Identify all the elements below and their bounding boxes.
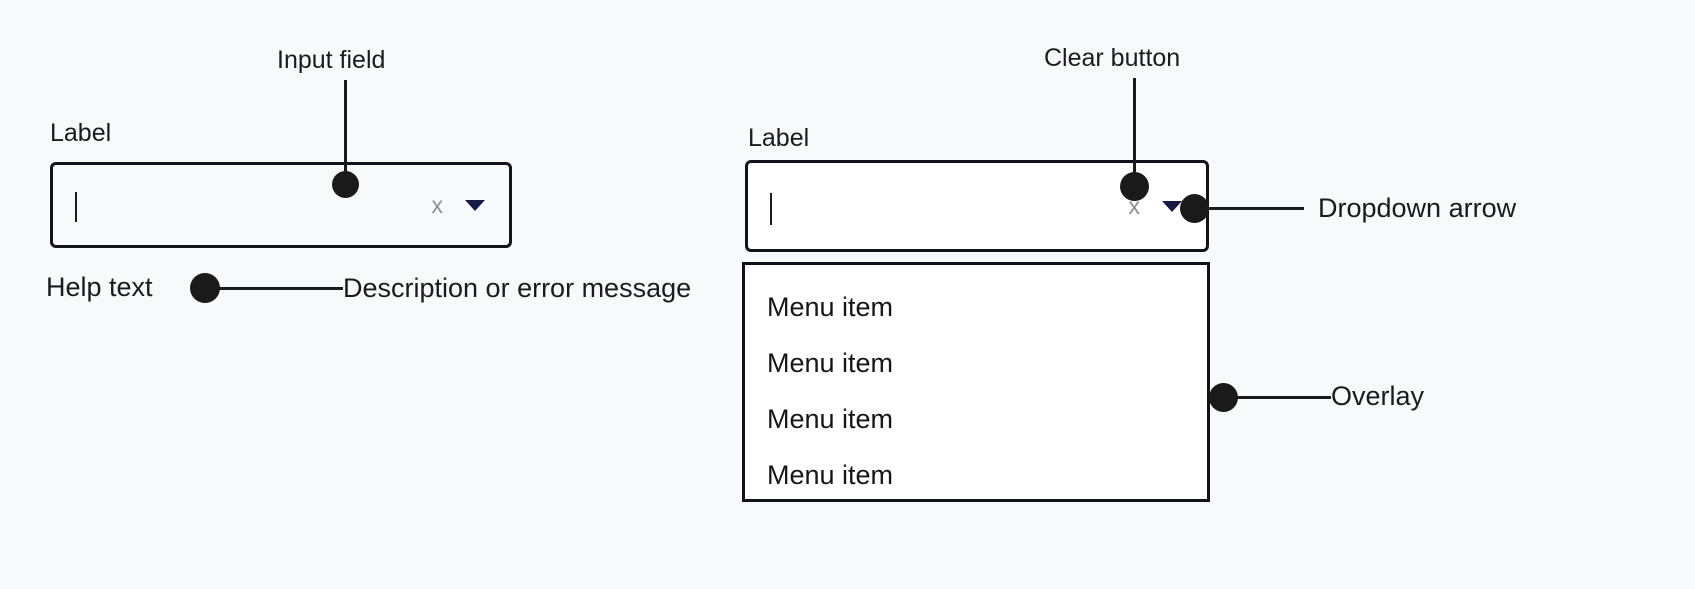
left-field-help-text: Help text [46,272,153,302]
anchor-dot-clear-button [1120,172,1149,201]
left-field-adornments: x [431,191,485,218]
dropdown-arrow-icon[interactable] [1162,200,1182,212]
right-field-adornments: x [1128,192,1182,219]
leader-line-dropdown-arrow [1204,207,1304,210]
callout-description: Description or error message [343,273,692,303]
anchor-dot-overlay [1209,383,1238,412]
menu-item[interactable]: Menu item [767,291,894,322]
right-field-label: Label [748,124,810,152]
anchor-dot-input-field [332,171,359,198]
menu-item[interactable]: Menu item [767,347,894,378]
clear-button-icon[interactable]: x [1128,192,1141,219]
leader-line-overlay [1232,396,1331,399]
text-caret [75,192,77,222]
callout-input-field: Input field [277,46,386,74]
callout-dropdown-arrow: Dropdown arrow [1318,193,1517,223]
callout-overlay: Overlay [1331,381,1425,411]
menu-item[interactable]: Menu item [767,403,894,434]
left-input-field[interactable]: x [50,162,512,248]
anchor-dot-help-text [190,273,220,303]
leader-line-clear-button [1133,78,1136,182]
leader-line-input-field [344,80,347,186]
clear-button-icon[interactable]: x [431,191,444,218]
anchor-dot-dropdown-arrow [1180,194,1209,223]
menu-item[interactable]: Menu item [767,459,894,490]
left-field-label: Label [50,119,112,147]
dropdown-arrow-icon[interactable] [465,199,485,211]
dropdown-overlay-menu: Menu item Menu item Menu item Menu item [742,262,1210,502]
text-caret [770,193,772,225]
callout-clear-button: Clear button [1044,44,1181,72]
leader-line-help-text [215,287,343,290]
